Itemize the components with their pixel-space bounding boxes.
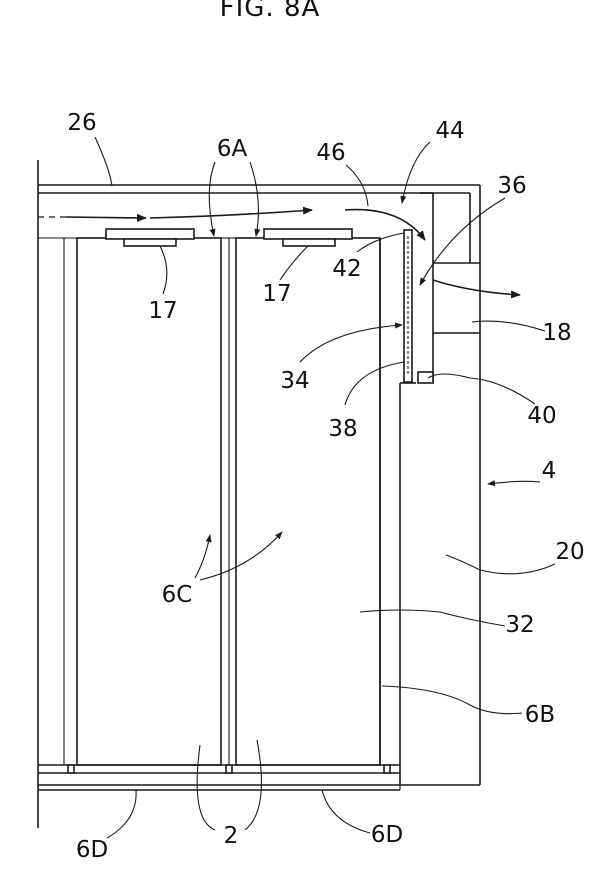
slit-plate-34	[404, 230, 412, 382]
label-2: 2	[224, 823, 239, 849]
label-17-left: 17	[148, 298, 177, 324]
label-26: 26	[67, 110, 96, 136]
label-42: 42	[332, 256, 361, 282]
label-18: 18	[542, 320, 571, 346]
label-4: 4	[542, 458, 557, 484]
label-46: 46	[316, 140, 345, 166]
label-44: 44	[435, 118, 464, 144]
label-32: 32	[505, 612, 534, 638]
label-36: 36	[497, 173, 526, 199]
label-17-right: 17	[262, 281, 291, 307]
duct-44	[420, 193, 433, 383]
rib-40	[418, 372, 433, 383]
figure-title: FIG. 8A	[220, 0, 321, 23]
label-34: 34	[280, 368, 309, 394]
label-6d-left: 6D	[76, 837, 108, 863]
battery-cell-left	[38, 238, 221, 765]
label-40: 40	[527, 403, 556, 429]
label-6b: 6B	[525, 702, 555, 728]
bottom-plate-6d	[38, 765, 400, 790]
label-6c: 6C	[162, 582, 193, 608]
label-6d-right: 6D	[371, 822, 403, 848]
label-6a: 6A	[217, 136, 248, 162]
label-38: 38	[328, 416, 357, 442]
label-20: 20	[555, 539, 584, 565]
battery-cell-right	[221, 238, 380, 765]
